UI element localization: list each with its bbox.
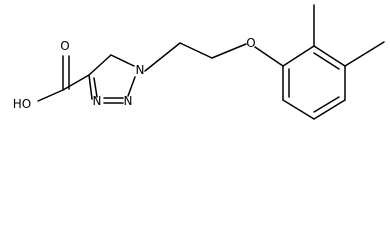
bond-lines	[37, 4, 385, 120]
bond-ring-c1-c2	[282, 45, 315, 67]
triazole-n1-label: N	[136, 63, 145, 77]
bond-ring-c4-c5	[313, 99, 346, 120]
hydroxyl-label: HO	[13, 97, 31, 111]
carbonyl-oxygen-label: O	[60, 39, 69, 53]
triazole-n2-label: N	[124, 94, 133, 108]
bond-n3-c4-b	[93, 77, 98, 98]
bond-n1-ch2	[144, 42, 181, 72]
bond-ring-inner-c2-c3	[313, 52, 340, 70]
bond-ch2-o	[211, 43, 247, 59]
atom-labels: HO O N N N O	[13, 36, 256, 111]
bond-o-aryl	[254, 46, 284, 67]
bond-methyl-3	[344, 41, 385, 67]
bond-ring-inner-c4-c5	[313, 96, 340, 113]
triazole-n3-label: N	[93, 94, 102, 108]
bond-c-oh	[37, 89, 64, 102]
bond-c4-c5	[88, 54, 112, 76]
ether-oxygen-label: O	[246, 36, 255, 50]
chemical-structure: HO O N N N O	[13, 4, 385, 120]
bond-ring-c2-c3	[313, 45, 346, 67]
bond-n1-n2	[127, 76, 136, 97]
bond-n3-c4-a	[88, 74, 93, 100]
bond-ring-c5-c6	[282, 99, 315, 120]
bond-c5-n1	[110, 54, 135, 67]
bond-cooh-c4	[62, 74, 90, 91]
bond-ch2-ch2	[179, 42, 213, 59]
